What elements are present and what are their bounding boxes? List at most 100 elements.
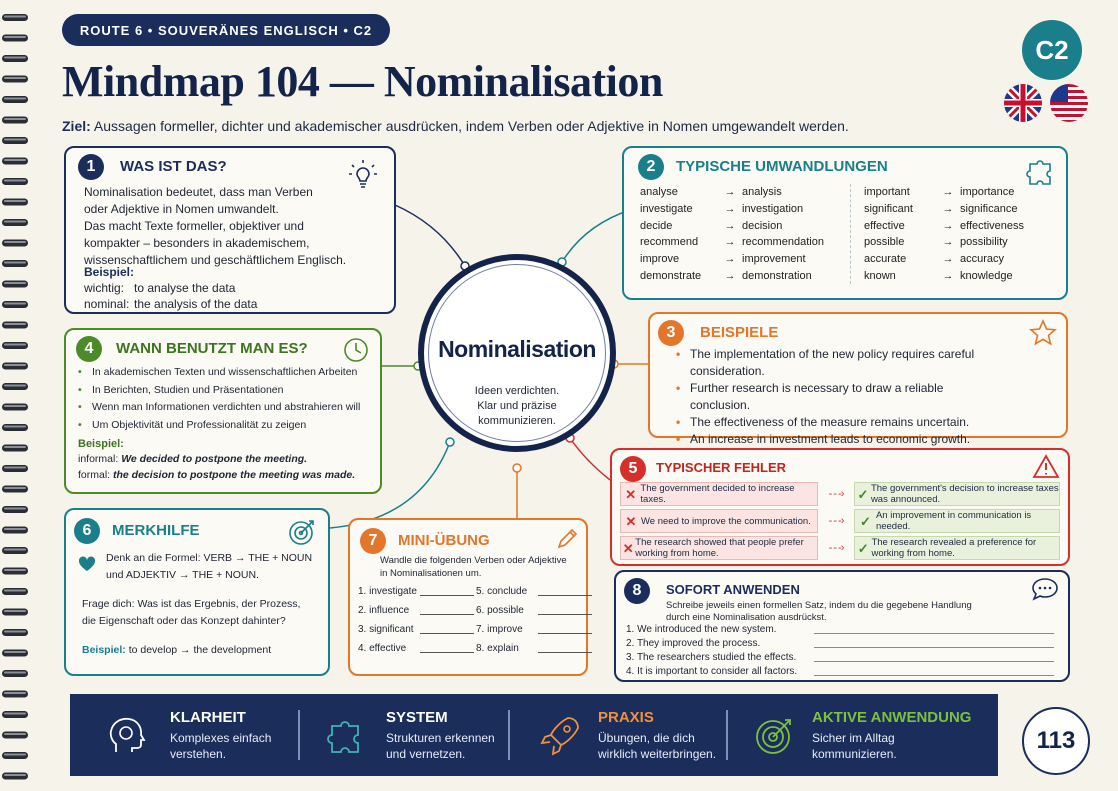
answer-line[interactable]	[814, 626, 1054, 634]
answer-line[interactable]	[538, 588, 592, 596]
application-item: 2. They improved the process.	[626, 638, 1054, 649]
check-icon: ✓	[857, 540, 869, 556]
box7-number: 7	[360, 528, 386, 554]
cross-icon: ✕	[625, 486, 637, 502]
answer-line[interactable]	[538, 607, 592, 615]
answer-line[interactable]	[814, 640, 1054, 648]
base-word: recommend	[640, 236, 699, 249]
answer-line[interactable]	[420, 588, 474, 596]
noun-word: significance	[960, 203, 1018, 216]
application-item: 3. The researchers studied the effects.	[626, 652, 1054, 663]
noun-word: possibility	[960, 236, 1008, 249]
answer-line[interactable]	[814, 654, 1054, 662]
base-word: investigate	[640, 203, 693, 216]
box4-example-1: informal: We decided to postpone the mee…	[78, 453, 308, 465]
noun-word: demonstration	[742, 269, 812, 282]
dashed-arrow-icon: - - -›	[828, 541, 845, 554]
box1-example-1: wichtig:to analyse the data	[84, 281, 236, 295]
target-icon	[289, 520, 314, 545]
box-mini-uebung: 7 MINI-ÜBUNG Wandle die folgenden Verben…	[348, 518, 592, 676]
error-row: ✕The research showed that people prefer …	[620, 536, 1060, 560]
answer-line[interactable]	[814, 668, 1054, 676]
base-word: improve	[640, 253, 680, 266]
conversion-row: investigate→investigation	[640, 201, 824, 218]
head-icon	[109, 717, 146, 752]
answer-line[interactable]	[538, 626, 592, 634]
box-merkhilfe: 6 MERKHILFE Denk an die Formel: VERB → T…	[64, 508, 330, 676]
pencil-icon	[557, 528, 578, 549]
goal-text: Aussagen formeller, dichter und akademis…	[93, 118, 849, 134]
box4-example-label: Beispiel:	[78, 438, 124, 450]
conversion-row: improve→improvement	[640, 251, 824, 268]
usage-item: In akademischen Texten und wissenschaftl…	[78, 364, 360, 382]
noun-word: recommendation	[742, 236, 824, 249]
speech-bubble-icon	[1032, 578, 1058, 601]
arrow-icon: →	[724, 236, 736, 249]
center-title: Nominalisation	[438, 336, 596, 362]
box3-title: BEISPIELE	[700, 324, 779, 341]
cross-icon: ✕	[625, 513, 637, 529]
noun-word: accuracy	[960, 253, 1005, 266]
box4-title: WANN BENUTZT MAN ES?	[116, 340, 308, 357]
wrong-sentence: ✕The government decided to increase taxe…	[620, 482, 818, 506]
noun-word: investigation	[742, 203, 804, 216]
example-sentence: The effectiveness of the measure remains…	[676, 414, 996, 431]
correct-sentence: ✓The research revealed a preference for …	[854, 536, 1060, 560]
conversion-row: important→importance	[864, 184, 1024, 201]
answer-line[interactable]	[420, 645, 474, 653]
box1-title: WAS IST DAS?	[120, 158, 227, 175]
box6-number: 6	[74, 518, 100, 544]
box-sofort-anwenden: 8 SOFORT ANWENDEN Schreibe jeweils einen…	[614, 570, 1070, 682]
box-beispiele: 3 BEISPIELE The implementation of the ne…	[648, 312, 1068, 448]
box4-example-2: formal: the decision to postpone the mee…	[78, 469, 356, 481]
heart-icon	[78, 556, 96, 571]
box5-number: 5	[620, 456, 646, 482]
error-row: ✕We need to improve the communication.- …	[620, 509, 1060, 533]
page-number: 113	[1022, 707, 1090, 775]
box6-title: MERKHILFE	[112, 522, 200, 539]
exercise-item: 1. investigate	[358, 586, 474, 597]
warning-icon	[1032, 454, 1060, 478]
noun-word: decision	[742, 219, 783, 232]
page-title: Mindmap 104 — Nominalisation	[62, 57, 663, 106]
answer-line[interactable]	[538, 645, 592, 653]
center-subtitle: Ideen verdichten. Klar und präzise kommu…	[474, 385, 560, 427]
box6-formula: Denk an die Formel: VERB → THE + NOUN un…	[106, 552, 313, 581]
feature-klarheit-title: KLARHEIT	[170, 708, 246, 726]
feature-praxis-title: PRAXIS	[598, 708, 654, 726]
box-was-ist-das: 1 WAS IST DAS? Nominalisation bedeutet, …	[64, 146, 396, 314]
box1-description: Nominalisation bedeutet, dass man Verben…	[84, 185, 347, 267]
box2-title: TYPISCHE UMWANDLUNGEN	[676, 158, 888, 175]
base-word: known	[864, 269, 896, 282]
usage-item: Um Objektivität und Professionalität zu …	[78, 417, 360, 435]
conversion-row: analyse→analysis	[640, 184, 824, 201]
noun-word: importance	[960, 186, 1015, 199]
base-word: decide	[640, 219, 673, 232]
arrow-icon: →	[942, 203, 954, 216]
route-pill: ROUTE 6 • SOUVERÄNES ENGLISCH • C2	[62, 14, 390, 46]
goal-line: Ziel: Aussagen formeller, dichter und ak…	[62, 118, 849, 134]
conversion-row: possible→possibility	[864, 234, 1024, 251]
clock-icon	[344, 338, 368, 362]
exercise-item: 6. possible	[476, 605, 592, 616]
answer-line[interactable]	[420, 626, 474, 634]
center-node: Nominalisation Ideen verdichten. Klar un…	[418, 254, 616, 452]
us-flag-icon	[1050, 84, 1088, 122]
rocket-icon	[540, 717, 579, 756]
example-sentence: Further research is necessary to draw a …	[676, 380, 996, 414]
feature-system-title: SYSTEM	[386, 708, 448, 726]
box8-number: 8	[624, 578, 650, 604]
box6-example: Beispiel: to develop → the development	[82, 644, 272, 656]
answer-line[interactable]	[420, 607, 474, 615]
base-word: important	[864, 186, 910, 199]
base-word: demonstrate	[640, 269, 702, 282]
usage-item: In Berichten, Studien und Präsentationen	[78, 382, 360, 400]
cross-icon: ✕	[622, 540, 634, 556]
correct-sentence: ✓An improvement in communication is need…	[854, 509, 1060, 533]
arrow-icon: →	[724, 253, 736, 266]
